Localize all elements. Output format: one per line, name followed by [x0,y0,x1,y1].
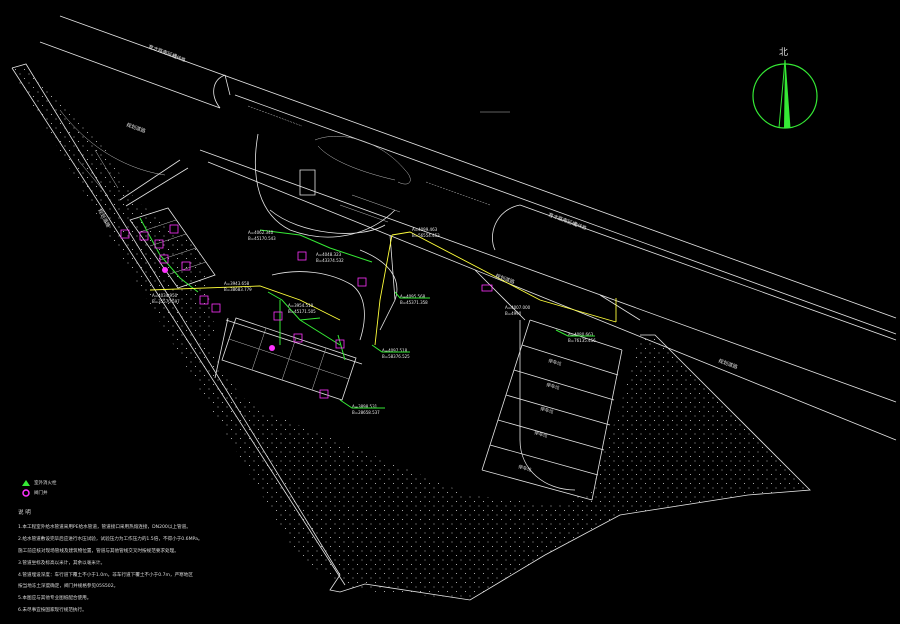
legend-item: 阀门井 [21,488,57,498]
note-line: 6.未尽事宜按国家现行规范执行。 [18,608,87,614]
left-building [129,207,216,289]
coord-a: A=4034.950 [152,293,178,298]
legend-text: 阀门井 [34,491,48,496]
water-pipe-green [139,217,373,361]
coord-b: B=45171.505 [288,309,316,314]
note-line: 按当地冻土深度确定，阀门井规格参见05S502。 [18,584,119,590]
building-block [214,317,363,401]
coord-b: B=76135.456 [568,338,596,343]
note-line: 5.本图应与其他专业图纸配合使用。 [18,596,92,602]
coord-a: A=4062.340 [248,230,274,235]
coord-b: B=28658.537 [352,410,380,415]
road-label: 经纬路 [572,220,588,231]
valve-devices [120,224,493,399]
coord-b: B=43374.532 [316,258,344,263]
coordinate-labels: A=4062.340 B=45170.543 A=4034.950 B=3557… [152,227,596,415]
coord-a: A=4099.463 [412,227,438,232]
coord-b: B=4990 [505,311,522,316]
coord-a: A=4048.323 [316,252,342,257]
coord-a: A=4097.518 [382,348,408,353]
coord-b: B=35570.597 [152,299,180,304]
water-pipe-yellow [149,231,617,346]
coord-a: A=4080.663 [568,332,594,337]
parking-labels: 停车位 停车位 停车位 停车位 停车位 [517,357,562,473]
note-line: 3.管道坐标及标高以米计，其余以毫米计。 [18,560,106,566]
parking-label: 停车位 [545,381,560,391]
coord-b: B=45371.358 [400,300,428,305]
parking-area [481,319,623,501]
coord-a: A=4095.568 [400,294,426,299]
coord-b: B=45170.543 [248,236,276,241]
north-label: 北 [779,47,788,58]
parking-label: 停车位 [533,429,548,439]
valve-icon [22,489,30,497]
design-notes: 说 明 1.本工程室外给水管道采用PE给水管道，管道接口采用热熔连接，DN200… [18,508,203,617]
road-network [11,15,897,601]
note-line: 1.本工程室外给水管道采用PE给水管道，管道接口采用热熔连接，DN200以上管道… [18,524,191,530]
notes-title: 说 明 [18,510,31,516]
coord-b: B=58376.525 [382,354,410,359]
note-line: 施工前应核对现场管线及建筑物位置，管道与其他管线交叉时按规范要求处理。 [18,548,179,554]
hydrant-icon [22,480,30,486]
legend: 室外消火栓 阀门井 [21,478,57,498]
coord-a: A=3954.510 [288,303,314,308]
legend-text: 室外消火栓 [34,481,57,486]
road-label: 规划道路 [125,121,146,134]
road-label: 规划道路 [494,272,515,285]
landscape-hatch [12,64,810,600]
road-label: 经纬路 [171,52,187,63]
north-arrow: 北 [752,47,818,129]
coord-a: A=3943.658 [224,281,250,286]
coord-a: A=4007.000 [505,305,531,310]
note-line: 4.管道埋设深度：车行道下覆土不小于1.0m，非车行道下覆土不小于0.7m，严寒… [18,572,193,578]
parking-label: 停车位 [517,463,532,473]
coord-a: A=3898.531 [352,404,378,409]
parking-label: 停车位 [539,405,554,415]
coord-b: B=56554.453 [412,233,440,238]
coord-b: B=38683.779 [224,287,252,292]
legend-item: 室外消火栓 [21,478,57,488]
parking-label: 停车位 [547,357,562,367]
note-line: 2.给水管道敷设完毕后应进行水压试验，试验压力为工作压力的1.5倍，不得小于0.… [18,536,203,542]
site-circulation [247,105,641,491]
